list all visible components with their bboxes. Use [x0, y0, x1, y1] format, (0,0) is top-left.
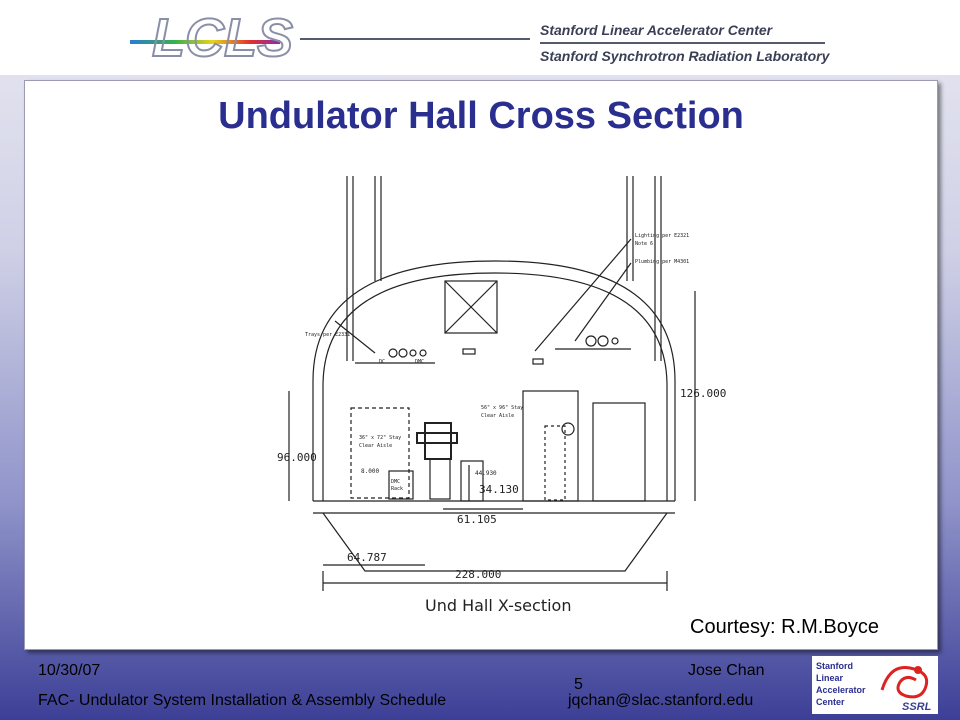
label-dmc: DMC: [415, 359, 424, 365]
org-line-1: Stanford Linear Accelerator Center: [540, 22, 773, 38]
left-aisle: [350, 407, 410, 499]
ssrl-logo-text: SSRL: [902, 701, 932, 713]
ssrl-swirl-icon: [880, 665, 929, 699]
dim-left-width-label: 64.787: [347, 551, 387, 564]
label-aisle-left-2: Clear Aisle: [359, 443, 392, 449]
label-lighting-note: Note 6: [635, 241, 653, 247]
org-line-2: Stanford Synchrotron Radiation Laborator…: [540, 48, 830, 64]
slac-logo: Stanford Linear Accelerator Center: [812, 656, 876, 714]
label-aisle-left-1: 36" x 72" Stay: [359, 435, 401, 441]
center-aisle: [522, 390, 579, 502]
slac-logo-line: Stanford: [816, 661, 853, 671]
label-aisle-center-1: 56" x 96" Stay: [481, 405, 523, 411]
slide-panel: Undulator Hall Cross Section: [24, 80, 938, 650]
undulator-equipment: [424, 422, 452, 460]
dim-total-width: 228.000: [455, 568, 501, 581]
slac-logo-line: Linear: [816, 673, 844, 683]
label-dc: DC: [379, 359, 385, 365]
foundation: [322, 512, 668, 572]
label-plumbing: Plumbing per M4301: [635, 259, 689, 265]
logo-text: LCLS: [152, 8, 293, 68]
footer-author: Jose Chan: [688, 662, 765, 679]
dim-aisle-label: 8.000: [361, 468, 379, 475]
slide-title: Undulator Hall Cross Section: [218, 95, 744, 137]
courtesy-credit: Courtesy: R.M.Boyce: [690, 616, 879, 638]
label-trays: Trays per E2331: [305, 332, 350, 338]
label-lighting: Lighting per E2321: [635, 233, 689, 239]
footer-subtitle: FAC- Undulator System Installation & Ass…: [38, 692, 447, 709]
lcls-logo: LCLS: [130, 7, 294, 69]
page-number: 5: [574, 676, 583, 693]
dim-beam-offset-label: 61.105: [457, 513, 497, 526]
ssrl-logo: SSRL: [876, 656, 938, 714]
outer-arch: [312, 260, 676, 501]
header-rule-mid: [540, 42, 825, 44]
right-door: [592, 402, 646, 502]
dim-small-label: 44.930: [475, 470, 497, 477]
slide-header: LCLS Stanford Linear Accelerator Center …: [0, 0, 960, 75]
dim-height-left: 96.000: [277, 451, 317, 464]
slac-logo-line: Center: [816, 697, 845, 707]
dmc-rack: [388, 470, 414, 500]
footer-date: 10/30/07: [38, 662, 101, 679]
duct-box: [444, 280, 498, 334]
dim-beam-height-label: 34.130: [479, 483, 519, 496]
cross-section-drawing: 96.000 126.000 228.000 64.787 61.105 34.…: [277, 176, 726, 615]
footer-email: jqchan@slac.stanford.edu: [568, 692, 754, 709]
dim-height-right: 126.000: [680, 387, 726, 400]
label-dmc-rack-1: DMC: [391, 479, 400, 485]
slac-logo-line: Accelerator: [816, 685, 866, 695]
drawing-caption: Und Hall X-section: [425, 596, 571, 615]
inner-arch: [322, 272, 668, 501]
label-aisle-center-2: Clear Aisle: [481, 413, 514, 419]
header-rule-top: [300, 38, 530, 40]
label-dmc-rack-2: Rack: [391, 486, 403, 492]
